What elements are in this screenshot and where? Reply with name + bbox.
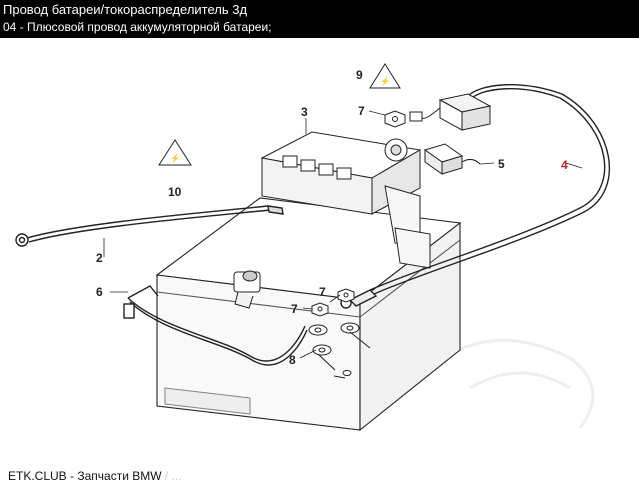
warning-label-10: ⚡ <box>158 139 192 166</box>
callout-5: 5 <box>498 157 505 171</box>
leader-lines <box>103 110 583 359</box>
cable-4 <box>340 84 611 309</box>
callout-9: 9 <box>356 68 363 82</box>
connector-housing <box>409 93 492 131</box>
parts-diagram: ⚡ ⚡ 2 3 5 6 7 7 7 8 9 10 4 <box>0 38 639 468</box>
callout-7-left: 7 <box>291 302 298 316</box>
callout-7-top: 7 <box>358 104 365 118</box>
svg-text:⚡: ⚡ <box>380 76 390 86</box>
distributor-block <box>260 131 431 269</box>
svg-text:⚡: ⚡ <box>170 153 180 163</box>
callout-8: 8 <box>289 353 296 367</box>
footer-text: ETK.CLUB - Запчасти BMW <box>8 469 162 483</box>
battery-terminal <box>233 270 261 309</box>
fuse-part <box>423 143 481 175</box>
washer-set <box>308 322 371 379</box>
callout-3: 3 <box>301 105 308 119</box>
callout-6: 6 <box>96 285 103 299</box>
diagram-subtitle: 04 - Плюсовой провод аккумуляторной бата… <box>3 20 272 34</box>
parts-diagram-svg: ⚡ ⚡ 2 3 5 6 7 7 7 8 9 10 4 <box>15 63 611 432</box>
footer-ghost-text: / ... <box>161 469 182 483</box>
cable-6 <box>123 285 308 366</box>
callout-4[interactable]: 4 <box>561 158 568 172</box>
cable-2 <box>15 205 284 247</box>
callout-7-right: 7 <box>319 285 326 299</box>
nut-left <box>311 302 329 317</box>
callout-10: 10 <box>168 185 182 199</box>
diagram-header: Провод батареи/токораспределитель 3д 04 … <box>0 0 639 38</box>
callout-2: 2 <box>96 251 103 265</box>
nut-top <box>384 110 406 128</box>
diagram-title: Провод батареи/токораспределитель 3д <box>3 2 248 17</box>
watermark <box>429 338 595 429</box>
warning-label-9: ⚡ <box>369 63 401 89</box>
footer: ETK.CLUB - Запчасти BMW / ... <box>8 469 182 483</box>
nut-right <box>337 288 355 303</box>
battery <box>155 197 462 432</box>
